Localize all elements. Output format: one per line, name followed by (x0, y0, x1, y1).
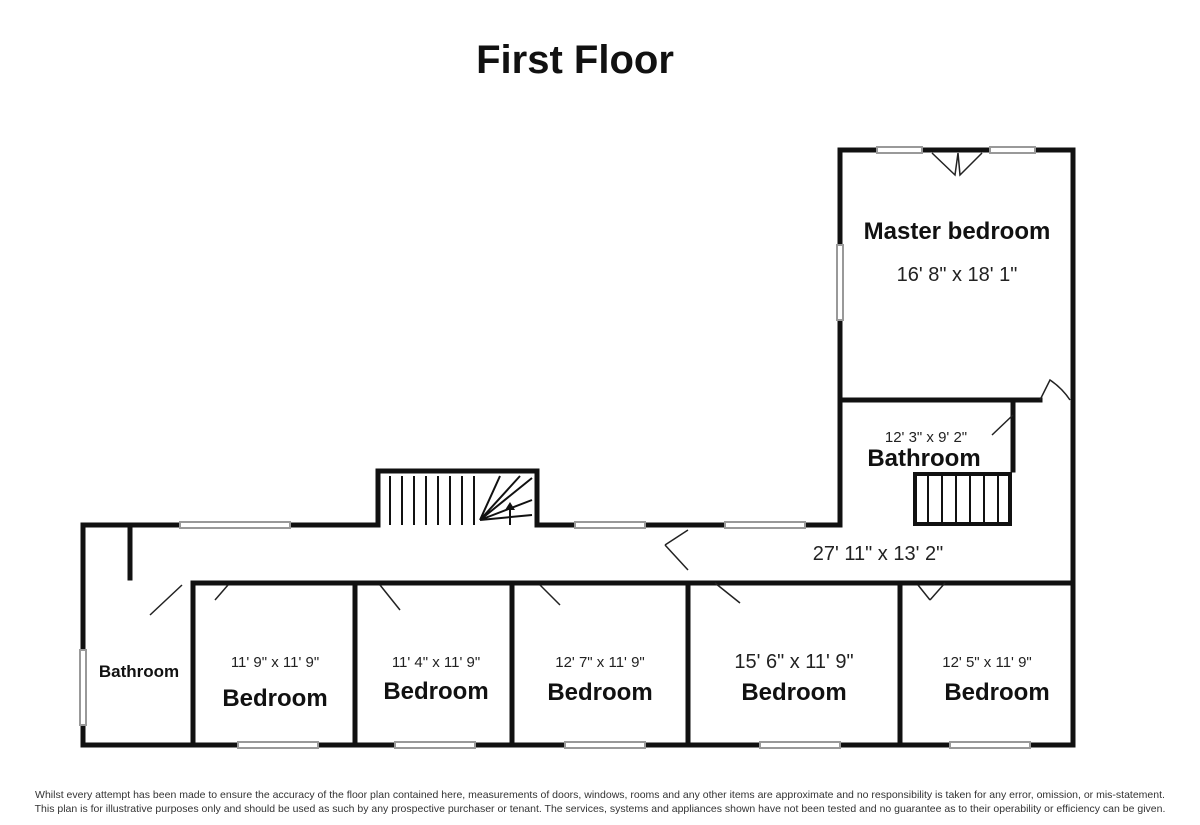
master-bedroom-dims: 16' 8" x 18' 1" (897, 264, 1018, 286)
disclaimer-line-1: Whilst every attempt has been made to en… (35, 789, 1165, 801)
bedroom-4-dims: 15' 6" x 11' 9" (734, 651, 853, 673)
master-bedroom-label: Master bedroom (864, 218, 1051, 245)
bedroom-1-label: Bedroom (222, 685, 327, 712)
bedroom-4-label: Bedroom (741, 679, 846, 706)
bedroom-2-label: Bedroom (383, 678, 488, 705)
bedroom-1-dims: 11' 9" x 11' 9" (231, 654, 319, 671)
bedroom-5-dims: 12' 5" x 11' 9" (942, 654, 1032, 671)
room-labels: Master bedroom 16' 8" x 18' 1" 12' 3" x … (99, 218, 1050, 712)
doors (149, 152, 1071, 616)
disclaimer-line-2: This plan is for illustrative purposes o… (34, 803, 1166, 815)
landing-dims: 27' 11" x 13' 2" (813, 543, 943, 565)
windows (79, 146, 1036, 749)
bedroom-3-dims: 12' 7" x 11' 9" (555, 654, 645, 671)
bedroom-2-dims: 11' 4" x 11' 9" (392, 654, 480, 671)
bathroom-label: Bathroom (99, 662, 179, 681)
plan-title: First Floor (476, 38, 674, 82)
ensuite-dims: 12' 3" x 9' 2" (885, 429, 967, 446)
ensuite-label: Bathroom (867, 445, 980, 472)
bedroom-5-label: Bedroom (944, 679, 1049, 706)
staircase (389, 472, 1012, 526)
bedroom-3-label: Bedroom (547, 679, 652, 706)
